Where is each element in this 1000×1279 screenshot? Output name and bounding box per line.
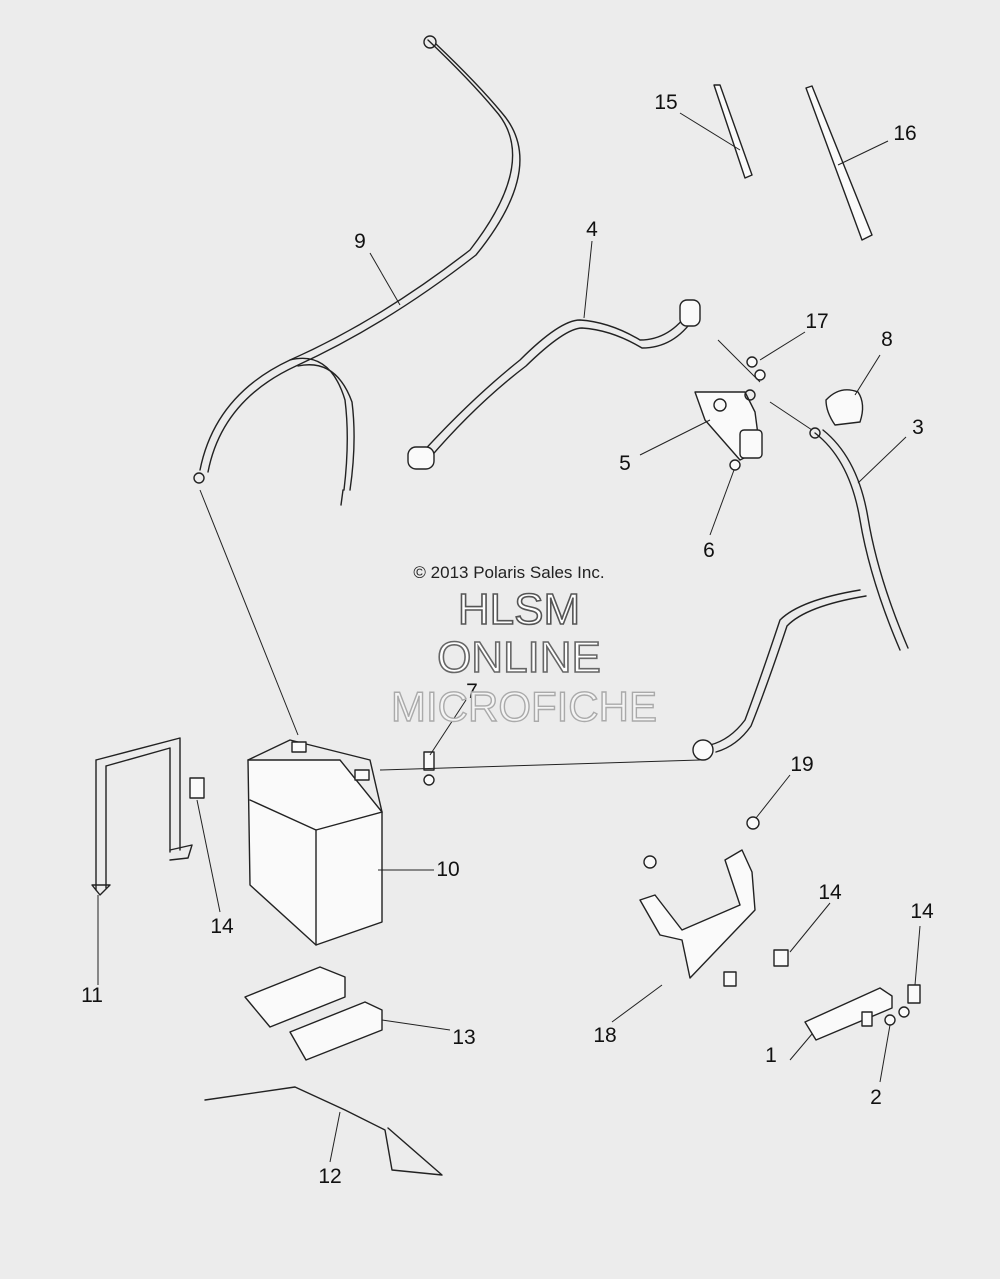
solenoid-part-5 bbox=[694, 389, 763, 461]
callout-15: 15 bbox=[654, 91, 677, 114]
callout-8: 8 bbox=[881, 328, 893, 351]
leader-lines bbox=[97, 112, 921, 1163]
callout-17: 17 bbox=[805, 310, 828, 333]
copyright-text: © 2013 Polaris Sales Inc. bbox=[413, 563, 604, 582]
rod-part-12 bbox=[204, 1086, 443, 1176]
callout-9: 9 bbox=[354, 230, 366, 253]
cable-part-3 bbox=[692, 427, 909, 761]
callout-6: 6 bbox=[703, 539, 715, 562]
cable-tie-part-15 bbox=[713, 84, 753, 179]
bolt-part-19 bbox=[643, 816, 760, 869]
callout-13: 13 bbox=[452, 1026, 475, 1049]
callout-12: 12 bbox=[318, 1165, 341, 1188]
bracket-part-18 bbox=[639, 849, 756, 979]
callout-5: 5 bbox=[619, 452, 631, 475]
terminal-block-part-1 bbox=[804, 987, 893, 1041]
watermark-line-1: HLSM bbox=[458, 585, 580, 634]
callout-16: 16 bbox=[893, 122, 916, 145]
callout-1: 1 bbox=[765, 1044, 777, 1067]
cable-tie-part-16 bbox=[805, 85, 873, 241]
callout-14-right: 14 bbox=[910, 900, 934, 923]
callout-7: 7 bbox=[466, 680, 478, 703]
callout-14-middle: 14 bbox=[818, 881, 842, 904]
battery-cable-part-9 bbox=[193, 35, 521, 506]
bolt-part-14-left bbox=[189, 777, 205, 799]
hold-down-bracket-part-11 bbox=[91, 737, 193, 896]
nuts-part-17 bbox=[746, 356, 766, 381]
callouts: 9 4 15 16 17 8 3 5 6 7 10 11 14 13 12 18… bbox=[81, 91, 934, 1188]
bolt-part-14-middle bbox=[723, 949, 789, 987]
watermark-line-2: ONLINE bbox=[437, 633, 601, 682]
callout-3: 3 bbox=[912, 416, 924, 439]
callout-2: 2 bbox=[870, 1086, 882, 1109]
pads-part-13 bbox=[244, 966, 383, 1061]
callout-19: 19 bbox=[790, 753, 813, 776]
callout-14-left: 14 bbox=[210, 915, 234, 938]
callout-4: 4 bbox=[586, 218, 598, 241]
bolt-part-7 bbox=[423, 751, 435, 786]
callout-10: 10 bbox=[436, 858, 459, 881]
watermark-line-3: MICROFICHE bbox=[391, 683, 657, 730]
callout-18: 18 bbox=[593, 1024, 616, 1047]
battery-part-10 bbox=[247, 739, 383, 946]
callout-11: 11 bbox=[81, 984, 103, 1007]
bolt-part-14-right bbox=[907, 984, 921, 1004]
terminal-cap-part-8 bbox=[825, 389, 864, 426]
cable-part-4 bbox=[407, 299, 701, 470]
bolt-part-6 bbox=[729, 459, 741, 471]
